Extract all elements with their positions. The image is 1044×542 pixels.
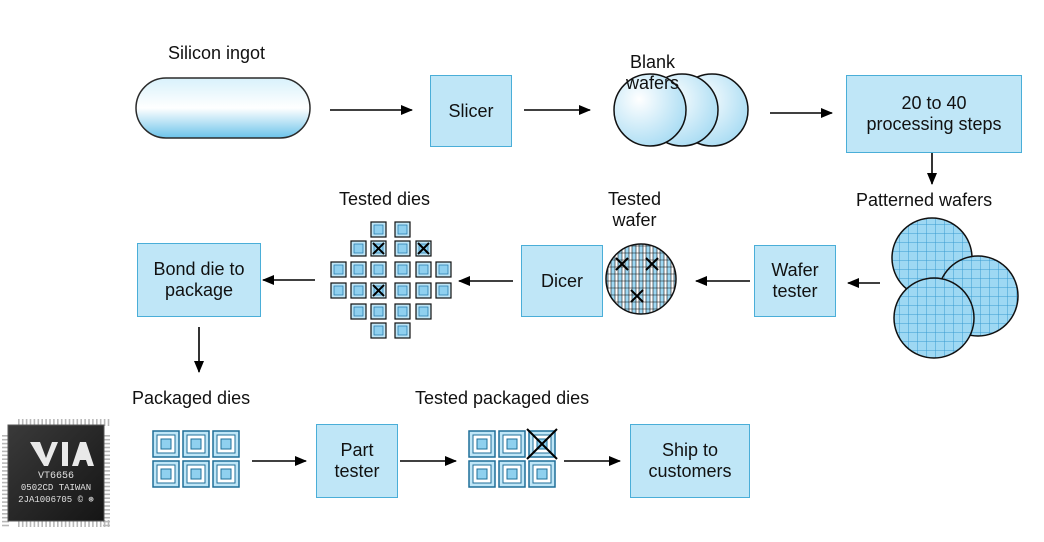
- via-logo: [30, 442, 94, 466]
- packaged-die: [212, 460, 240, 488]
- die: [394, 303, 411, 320]
- die: [350, 261, 367, 278]
- die: [370, 221, 387, 238]
- label-silicon-ingot: Silicon ingot: [168, 43, 266, 63]
- die: [394, 240, 411, 257]
- dicer-label: Dicer: [540, 270, 583, 291]
- die: [350, 240, 367, 257]
- bond-die-label: Bond die to package: [153, 259, 245, 300]
- die: [415, 303, 432, 320]
- packaged-die: [498, 460, 526, 488]
- tested-wafer: [605, 243, 677, 315]
- die: [415, 240, 432, 257]
- die: [350, 282, 367, 299]
- ship-label: Ship to customers: [648, 440, 732, 481]
- wafer-tester-label: Wafer tester: [771, 260, 819, 301]
- packaged-die: [152, 430, 180, 458]
- die: [394, 322, 411, 339]
- bond-die-box: Bond die to package: [137, 243, 261, 317]
- die: [394, 221, 411, 238]
- die: [370, 303, 387, 320]
- tested-dies-cluster: [330, 221, 452, 339]
- packaged-die: [152, 460, 180, 488]
- label-blank-wafers: Blank wafers: [626, 52, 680, 93]
- die: [330, 261, 347, 278]
- flow-arrows: [194, 105, 937, 466]
- slicer-label: Slicer: [448, 100, 494, 121]
- packaged-die: [498, 430, 526, 458]
- wafer-tester-box: Wafer tester: [754, 245, 836, 317]
- die: [394, 282, 411, 299]
- chip-line-2: 0502CD TAIWAN: [21, 483, 91, 493]
- ship-box: Ship to customers: [630, 424, 750, 498]
- die: [435, 261, 452, 278]
- chip-line-1: VT6656: [38, 471, 74, 482]
- die: [330, 282, 347, 299]
- via-chip-photo: VT6656 0502CD TAIWAN 2JA1006705 © ⊛: [2, 419, 110, 527]
- label-tested-wafer: Tested wafer: [608, 189, 662, 230]
- die: [415, 261, 432, 278]
- processing-steps-box: 20 to 40 processing steps: [846, 75, 1022, 153]
- processing-steps-label: 20 to 40 processing steps: [866, 93, 1002, 134]
- label-tested-packaged-dies: Tested packaged dies: [415, 388, 590, 408]
- blank-wafers: [613, 73, 749, 147]
- die: [370, 240, 387, 257]
- die: [415, 282, 432, 299]
- dicer-box: Dicer: [521, 245, 603, 317]
- die: [435, 282, 452, 299]
- packaged-dies: [152, 430, 240, 488]
- part-tester-label: Part tester: [334, 440, 380, 481]
- packaged-die: [468, 460, 496, 488]
- label-tested-dies: Tested dies: [339, 189, 431, 209]
- tested-packaged-dies: [468, 428, 558, 488]
- packaged-die: [182, 430, 210, 458]
- packaged-die: [212, 430, 240, 458]
- die: [370, 282, 387, 299]
- label-patterned-wafers: Patterned wafers: [856, 190, 993, 210]
- packaged-die: [182, 460, 210, 488]
- packaged-die: [526, 428, 558, 460]
- die: [394, 261, 411, 278]
- silicon-ingot: [135, 77, 311, 139]
- packaged-die: [528, 460, 556, 488]
- die: [370, 261, 387, 278]
- chip-line-3: 2JA1006705 © ⊛: [18, 495, 94, 505]
- label-packaged-dies: Packaged dies: [132, 388, 251, 408]
- part-tester-box: Part tester: [316, 424, 398, 498]
- die: [370, 322, 387, 339]
- patterned-wafers: [891, 217, 1019, 359]
- packaged-die: [468, 430, 496, 458]
- die: [350, 303, 367, 320]
- slicer-box: Slicer: [430, 75, 512, 147]
